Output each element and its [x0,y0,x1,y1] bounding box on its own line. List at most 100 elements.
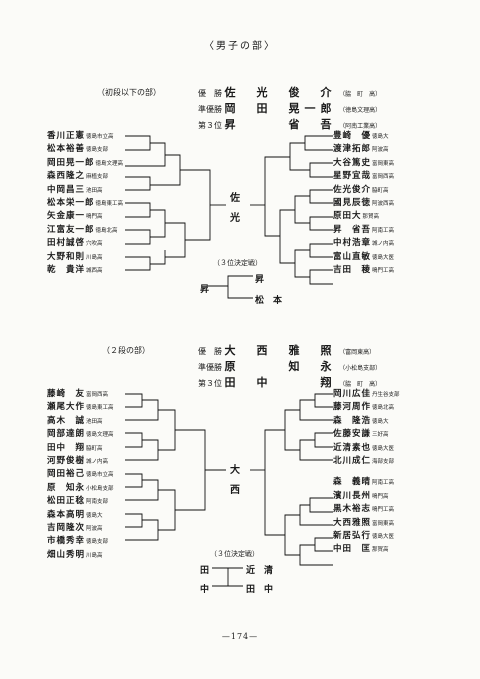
player-row: 松本裕善徳島支部 [47,144,109,155]
bracket-line [180,169,211,241]
result-third-2: 第３位 田 中 翔 （脇 町 高） [198,374,381,390]
player-row: 中田 匡那賀高 [333,544,389,555]
third-place-left-1: 昇 [200,285,210,295]
bracket-line [314,432,333,448]
bracket-line [227,286,253,299]
player-row: 岡部達朗徳島文理高 [47,429,114,440]
bracket-line [284,409,300,451]
player-row: 豊崎 優徳島大 [333,131,389,141]
bracket-line [125,229,151,245]
player-row: 國見辰徳阿波西高 [333,197,395,208]
player-row: 市橋秀幸徳島支部 [47,536,109,547]
result-affil: （脇 町 高） [339,91,382,98]
player-row: 富山直敏徳島大医 [333,251,395,262]
result-name: 佐 光 俊 介 [224,86,337,99]
result-winner-1: 優 勝 佐 光 俊 介 （脇 町 高） [198,84,381,100]
player-row: 近清素也徳島大医 [333,442,395,453]
bracket-line [309,216,333,231]
player-row: 藤河周作徳島北高 [333,402,395,413]
bracket-line [175,429,206,511]
player-row: 吉田 稜鳴門工高 [333,264,395,275]
player-row: 大野和則川島高 [47,251,103,262]
result-affil: （阿南工業高） [339,123,382,130]
result-label: 第３位 [198,379,222,388]
third-place-left1-2: 田 [200,566,210,576]
bracket-line [125,399,159,421]
bracket-line [125,439,159,461]
player-row: 森 隆浩徳島大 [333,415,389,426]
result-affil: （徳島文理高） [339,107,382,114]
player-row: 田中 翔脇町高 [47,442,103,453]
bracket-line [125,519,159,541]
third-place-right2-1: 松 本 [255,296,283,306]
bracket-line [314,393,333,408]
bracket-line [294,195,310,224]
result-name: 岡 田 晃一郎 [224,102,337,115]
player-row: 江富友一郎徳島北高 [47,224,118,235]
page-number: —174— [221,632,259,641]
player-row: 吉岡隆次阿波高 [47,522,103,533]
result-name: 原 知 永 [224,360,337,373]
bracket-line [309,189,333,204]
left-player-list-2: 藤崎 友富岡西高 瀬尾大作徳島東工高 高木 誠池田高 岡部達朗徳島文理高 田中 … [47,388,114,562]
result-label: 準優勝 [198,105,222,114]
bracket-line [125,393,143,408]
player-row: 原田大那賀高 [333,211,380,222]
bracket-line [125,473,143,488]
player-row: 松本栄一郎徳島東工高 [47,197,124,208]
result-affil: （脇 町 高） [339,381,382,388]
result-label: 優 勝 [198,89,222,98]
player-row: 濱川長州鳴門高 [333,490,389,501]
player-row: 星野宜哉富岡西高 [333,171,395,182]
player-row: 岡田裕己徳島市立高 [47,469,114,480]
bracket-line [165,222,186,258]
player-row: 佐藤安謙三好高 [333,429,389,440]
right-player-list-1: 豊崎 優徳島大 渡津拓郎阿波高 大谷篤史富岡東高 星野宜哉富岡西高 佐光俊介脇町… [333,130,394,277]
player-row: 新居弘行徳島大医 [333,530,395,541]
player-row: 北川成仁海部支部 [333,455,395,466]
player-row: 河野俊樹城ノ内高 [47,455,109,466]
player-row: 田村誠啓穴吹高 [47,238,103,249]
bracket-line [125,135,151,151]
right-player-list-2: 岡川広佳丹生谷支部 藤河周作徳島北高 森 隆浩徳島大 佐藤安謙三好高 近清素也徳… [333,388,400,557]
third-place-right1-2: 近 清 [246,566,274,576]
category-label-1: （初段以下の部） [97,88,161,97]
bracket-line [264,429,285,536]
player-row: 香川正憲徳島市立高 [47,131,114,141]
player-row: 岡川広佳丹生谷支部 [333,389,400,399]
left-player-list-1: 香川正憲徳島市立高 松本裕善徳島支部 岡田晃一郎徳島文理高 森西隆之麻植支部 中… [47,130,123,277]
category-label-2: （２段の部） [102,346,150,355]
result-name: 昇 省 吾 [224,118,337,131]
player-row: 藤崎 友富岡西高 [47,389,109,399]
player-row: 昇 省吾阿南工高 [333,224,395,235]
bracket-line [299,544,333,566]
result-affil: （富岡東高） [339,349,376,356]
player-row: 黒木裕志鳴門工高 [333,504,395,515]
result-runnerup-1: 準優勝 岡 田 晃一郎 （徳島文理高） [198,100,381,116]
bracket-line [309,497,333,513]
bracket-line [294,249,310,278]
result-affil: （小松島支部） [339,365,382,372]
player-row: 渡津拓郎阿波高 [333,144,389,155]
result-label: 優 勝 [198,347,222,356]
bracket-line [150,209,166,238]
third-place-label-1: （３位決定戦） [213,259,262,267]
player-row: 瀬尾大作徳島東工高 [47,402,114,413]
third-place-left2-2: 中 [200,585,210,595]
player-row: 中村浩章城ノ内高 [333,238,395,249]
result-label: 第３位 [198,121,222,130]
bracket-line [125,513,143,528]
bracket-line [125,202,151,218]
third-place-label-2: （３位決定戦） [210,550,259,558]
bracket-line [279,209,295,264]
bracket-line [158,409,176,451]
player-row: 原 知永小松島支部 [47,482,114,493]
bracket-line [264,156,290,237]
bracket-line [299,504,333,526]
result-third-1: 第３位 昇 省 吾 （阿南工業高） [198,116,381,132]
result-name: 大 西 雅 照 [224,344,337,357]
champion-name-1: 佐 光 [230,193,240,224]
bracket-line [289,142,310,171]
bracket-line [125,432,143,448]
